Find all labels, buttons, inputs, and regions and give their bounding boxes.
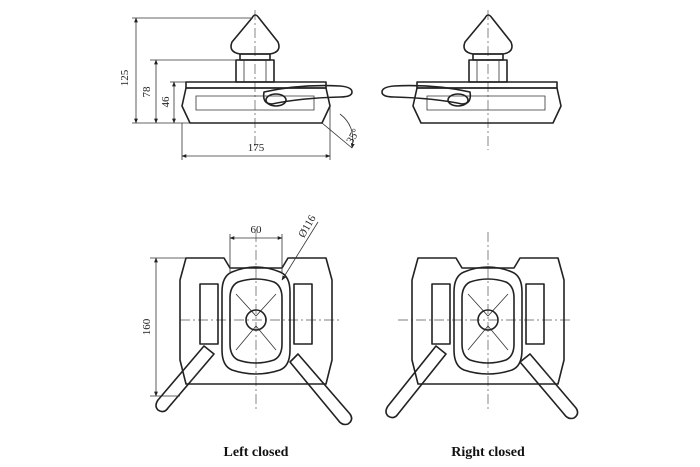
dim-angle: 35° (344, 127, 362, 146)
dim-height-plan: 160 (141, 318, 153, 335)
dim-width-top: 60 (251, 224, 263, 236)
dim-height-mid: 78 (141, 86, 153, 98)
dim-height-low: 46 (160, 96, 172, 108)
side-view-left (132, 10, 355, 160)
dim-height-total: 125 (119, 69, 131, 86)
plan-view-left (150, 221, 353, 426)
plan-view-right (385, 232, 579, 420)
dim-width-base: 175 (248, 142, 265, 154)
side-view-right (381, 10, 562, 150)
caption-right-closed: Right closed (451, 445, 525, 460)
caption-left-closed: Left closed (224, 445, 289, 460)
